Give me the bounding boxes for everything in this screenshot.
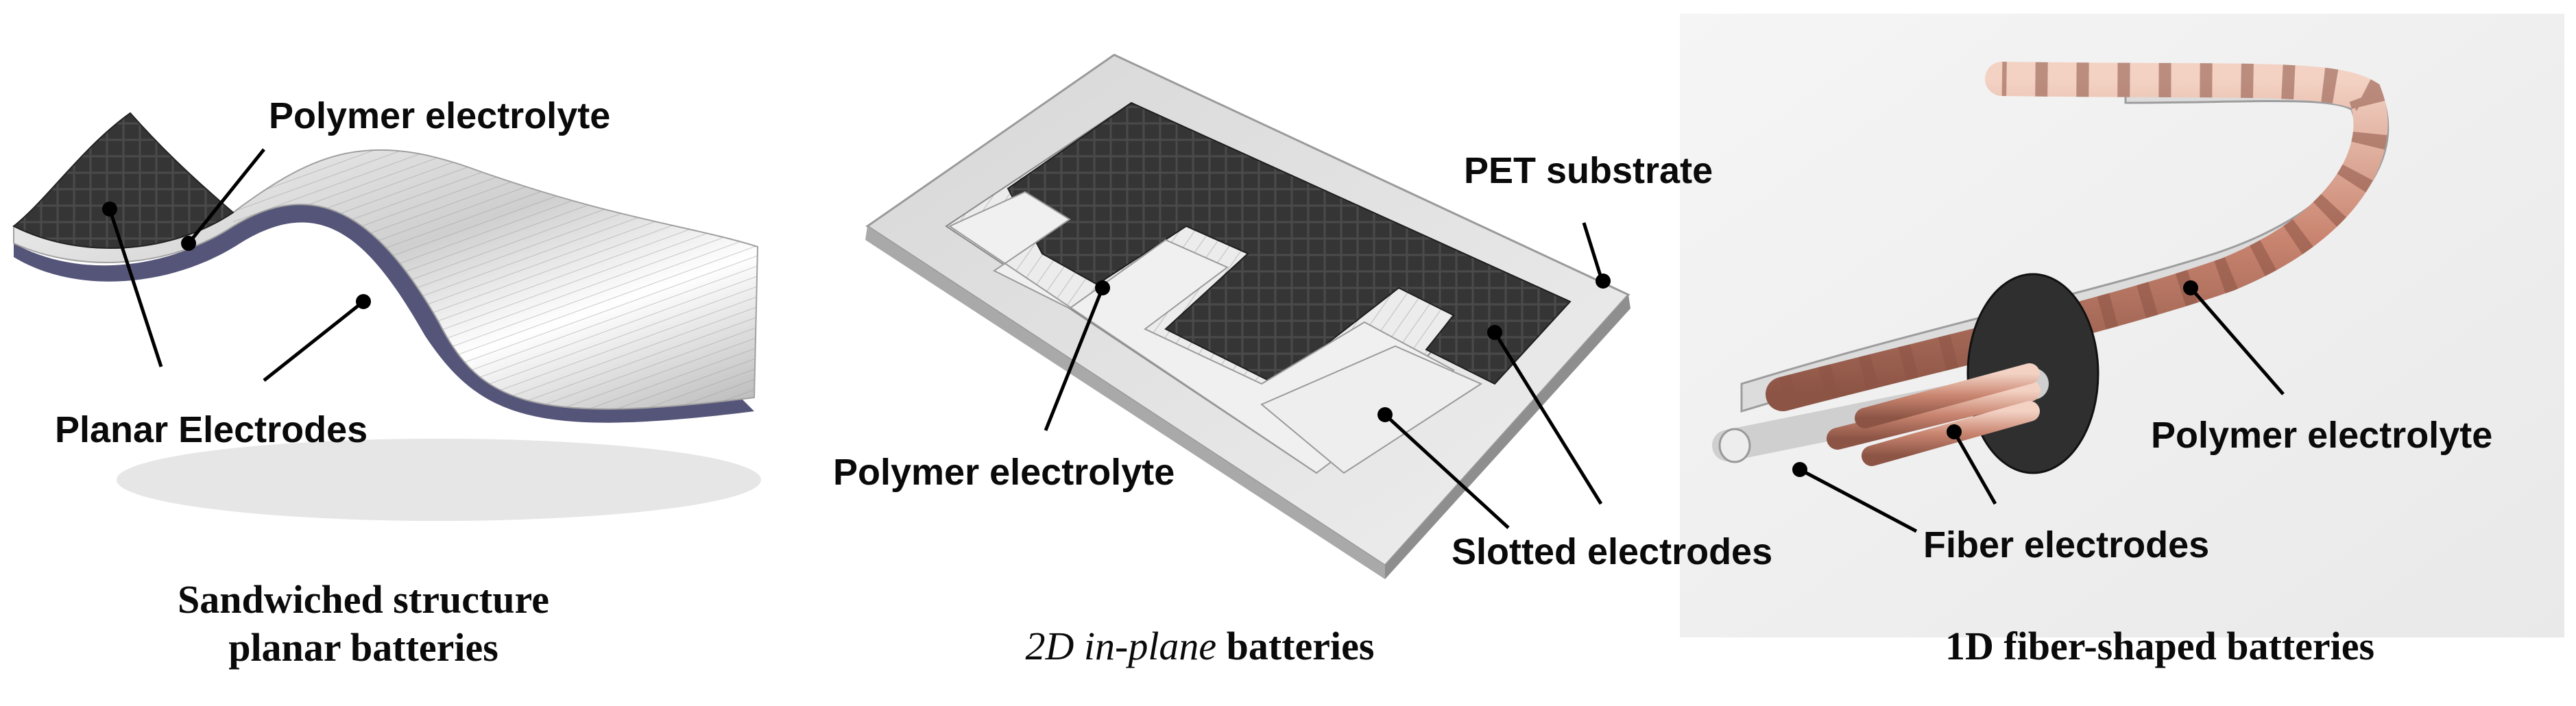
polymer-electrolyte-leader: [187, 148, 265, 245]
caption-in-plane: 2D in-plane batteries: [891, 622, 1508, 670]
label-pet-substrate: PET substrate: [1464, 150, 1713, 191]
label-slotted-electrodes: Slotted electrodes: [1452, 531, 1773, 572]
fiber-electrode-leader-lower: [1798, 467, 1918, 533]
copper-wire-2: [1778, 62, 2388, 411]
slotted-leader-upper: [1493, 331, 1603, 505]
exposed-copper-fiber-1: [1827, 380, 2041, 450]
brushed-texture: [233, 149, 758, 409]
carbon-electrode-flap: [12, 112, 234, 249]
slotted-dot-lower: [1377, 407, 1393, 422]
caption-in-plane-rest: batteries: [1216, 624, 1375, 668]
pet-substrate-leader: [1582, 222, 1603, 278]
in-plane-polymer-leader: [1044, 287, 1105, 431]
caption-in-plane-italic: 2D in-plane: [1025, 624, 1217, 668]
fiber-polymer-dot: [2183, 280, 2198, 295]
label-fiber-electrodes: Fiber electrodes: [1923, 524, 2210, 565]
planar-electrodes-leader-left: [108, 208, 163, 367]
sandwiched-battery-illustration: [12, 112, 761, 521]
fiber-electrode-leader-upper: [1952, 430, 1997, 505]
slotted-dot-upper: [1487, 325, 1502, 340]
polymer-electrolyte-dot: [181, 236, 196, 251]
fiber-electrode-dot-upper: [1947, 424, 1962, 439]
caption-fiber: 1D fiber-shaped batteries: [1945, 624, 2375, 668]
label-polymer-electrolyte-sandwiched: Polymer electrolyte: [269, 95, 611, 136]
slotted-leader-lower: [1384, 413, 1510, 529]
planar-electrodes-leader-right: [263, 300, 365, 382]
pet-substrate-dot: [1596, 273, 1611, 289]
silver-core-end: [1718, 428, 1751, 463]
light-electrode-tab: [1260, 345, 1483, 474]
caption-sandwiched-line2: planar batteries: [228, 624, 498, 670]
fiber-battery-illustration: [1680, 14, 2564, 637]
polymer-electrolyte-layer: [14, 204, 754, 423]
fiber-electrode-dot-lower: [1792, 462, 1807, 477]
planar-electrodes-dot-right: [356, 294, 371, 309]
in-plane-battery-illustration: [865, 53, 1630, 579]
fiber-polymer-leader: [2189, 287, 2285, 395]
pet-substrate-edge-side: [1385, 295, 1630, 579]
fiber-backdrop: [1680, 14, 2564, 637]
exposed-copper-fiber-2: [1855, 363, 2040, 428]
caption-sandwiched: Sandwiched structure planar batteries: [41, 576, 686, 671]
in-plane-polymer-dot: [1095, 280, 1110, 295]
sheet-shadow: [117, 439, 761, 521]
dark-slotted-electrode: [1007, 101, 1572, 385]
planar-electrodes-dot-left: [102, 202, 117, 217]
pet-substrate-edge-front: [865, 226, 1385, 579]
label-polymer-electrolyte-in-plane: Polymer electrolyte: [833, 452, 1175, 493]
caption-sandwiched-line1: Sandwiched structure: [178, 577, 549, 622]
label-polymer-electrolyte-fiber: Polymer electrolyte: [2151, 415, 2493, 456]
label-planar-electrodes: Planar Electrodes: [55, 409, 368, 450]
